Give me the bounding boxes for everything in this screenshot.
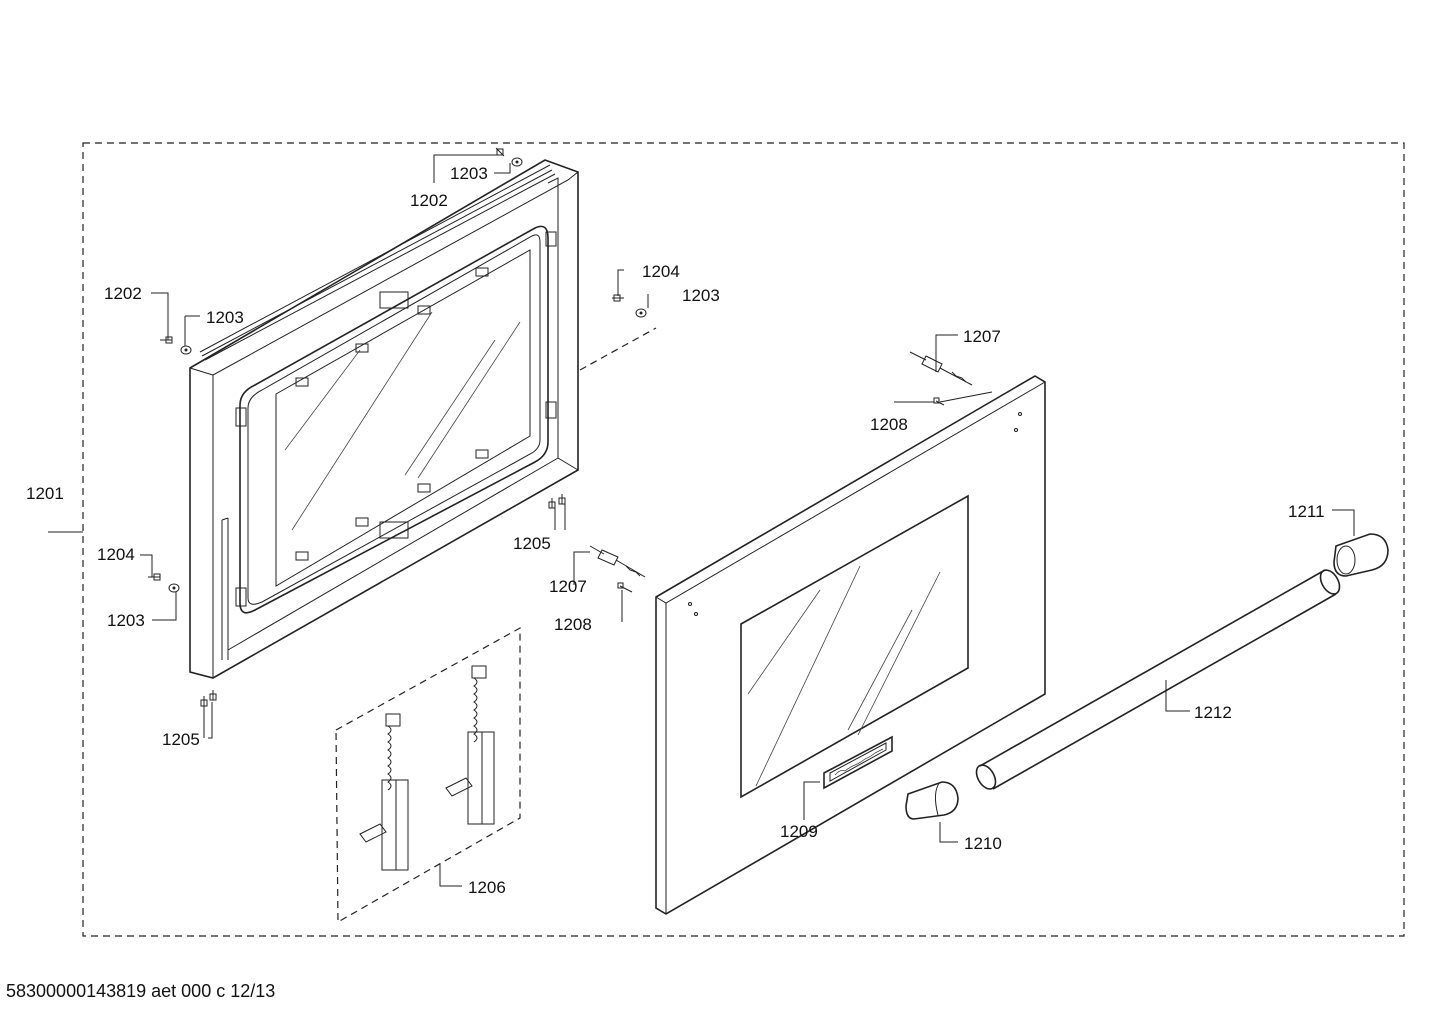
hinge-kit-boundary (335, 626, 521, 924)
label-1209: 1209 (780, 822, 818, 841)
screw-1208-upper (933, 397, 945, 406)
handle-bar-1212 (975, 569, 1341, 790)
label-1211: 1211 (1288, 502, 1325, 521)
pin-1207-lower (589, 545, 646, 578)
washer-1203-lower-left (168, 583, 180, 593)
outer-door-panel (655, 375, 1046, 915)
label-1210: 1210 (964, 834, 1002, 853)
label-1207-upper: 1207 (963, 327, 1001, 346)
assembly-boundary (82, 142, 1405, 937)
washer-1203-left (180, 345, 192, 355)
hinge-right (445, 665, 495, 825)
label-1202-top: 1202 (410, 191, 448, 210)
inner-door-frame (189, 159, 579, 679)
label-1206: 1206 (468, 878, 506, 897)
handle-cap-1210 (905, 781, 959, 820)
screw-1204-right (612, 294, 624, 302)
label-1208-lower: 1208 (554, 615, 592, 634)
leader-lines (48, 154, 1355, 887)
label-1205-left: 1205 (162, 730, 200, 749)
washer-1203-right (635, 308, 647, 318)
label-1203-right: 1203 (682, 286, 720, 305)
hinge-left (359, 713, 409, 871)
pin-1207-upper (909, 351, 973, 386)
washer-1203-top (511, 157, 523, 167)
label-1204-right: 1204 (642, 262, 680, 281)
label-1203-top: 1203 (450, 164, 488, 183)
label-1208-upper: 1208 (870, 415, 908, 434)
label-1212: 1212 (1194, 703, 1232, 722)
label-1203-left: 1203 (206, 308, 244, 327)
screw-1202-left (160, 336, 173, 344)
screw-1208-lower (617, 582, 633, 593)
screw-1204-left (148, 573, 161, 581)
label-1203-lower-left: 1203 (107, 611, 145, 630)
label-1204-left: 1204 (97, 545, 135, 564)
handle-cap-1211 (1333, 533, 1389, 577)
screws-1205-left (200, 690, 217, 707)
label-1202-left: 1202 (104, 284, 142, 303)
label-1201: 1201 (26, 484, 64, 503)
label-1205-right: 1205 (513, 534, 551, 553)
nameplate-1209 (823, 735, 893, 790)
document-id-footer: 58300000143819 aet 000 c 12/13 (6, 981, 276, 1001)
screws-1205-right (548, 494, 566, 509)
label-1207-lower: 1207 (549, 577, 587, 596)
